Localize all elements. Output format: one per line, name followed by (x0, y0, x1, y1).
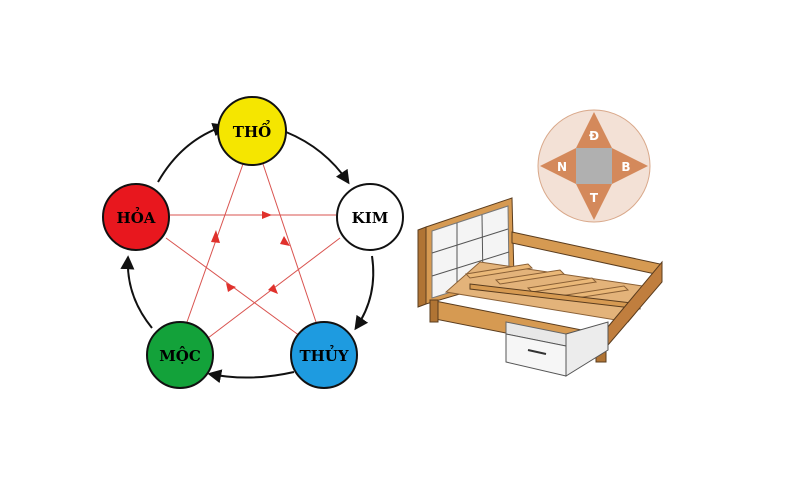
compass-arm-west (540, 148, 576, 184)
bed-center-rail (469, 283, 641, 310)
element-label-thuy: THỦY (299, 345, 348, 365)
bed-side-rail-far (511, 231, 661, 276)
bed-drawer (505, 321, 609, 377)
compass-center (576, 148, 612, 184)
bed-drawer-handle (527, 349, 547, 355)
line-tho-thuy (262, 163, 317, 323)
element-circle-thuy (290, 321, 358, 389)
control-arrow-4 (226, 283, 236, 292)
element-circle-moc (146, 321, 214, 389)
compass-label-north: Đ (589, 129, 599, 143)
bed-slats (464, 263, 630, 301)
generating-cycle (120, 122, 375, 384)
control-arrow-5 (268, 284, 278, 294)
compass-arm-east (612, 148, 648, 184)
compass-label-east: B (621, 160, 630, 174)
element-label-kim: KIM (352, 209, 389, 227)
element-moc: MỘC (146, 321, 214, 389)
compass-arm-south (576, 184, 612, 220)
bed-drawer-end (565, 321, 609, 377)
five-elements-diagram: THỔ KIM THỦY MỘC HỎA (102, 96, 404, 389)
compass-label-west: N (557, 160, 567, 174)
bed-slat (464, 263, 534, 279)
bed-headboard-side (417, 226, 427, 308)
element-circle-tho (217, 96, 287, 166)
arrow-tho-to-kim (285, 131, 350, 185)
arrow-kim-to-thuy (354, 255, 375, 331)
element-circle-kim (336, 183, 404, 251)
arrow-hoa-to-tho (157, 122, 227, 183)
arrow-moc-to-hoa (120, 255, 153, 329)
controlling-star (165, 163, 341, 339)
control-arrowheads (211, 211, 290, 294)
arrow-thuy-to-moc (207, 369, 295, 384)
element-label-tho: THỔ (233, 120, 271, 141)
line-tho-moc (186, 163, 244, 323)
bed-leg (429, 299, 439, 323)
compass-arm-north (576, 112, 612, 148)
element-label-hoa: HỎA (117, 207, 156, 227)
element-label-moc: MỘC (159, 346, 201, 365)
element-thuy: THỦY (290, 321, 358, 389)
control-arrow-1 (262, 211, 272, 219)
compass: Đ N B T (537, 109, 651, 223)
element-kim: KIM (336, 183, 404, 251)
element-hoa: HỎA (102, 183, 170, 251)
element-circle-hoa (102, 183, 170, 251)
bed-illustration (417, 197, 663, 377)
element-tho: THỔ (217, 96, 287, 166)
control-arrow-3 (280, 236, 290, 246)
bed-slat (494, 269, 566, 285)
compass-label-south: T (590, 191, 599, 205)
control-arrow-2 (211, 230, 220, 243)
